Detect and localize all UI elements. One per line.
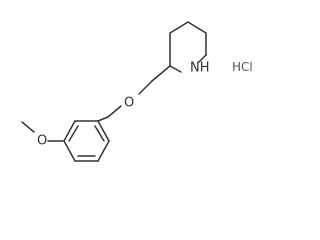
ring-nitrogen-label: NH bbox=[190, 61, 210, 76]
benzene-ring bbox=[63, 120, 110, 162]
piperidine-ring bbox=[169, 21, 207, 73]
methoxy-oxygen-label: O bbox=[37, 134, 47, 149]
benzyl-linker bbox=[97, 105, 122, 122]
chemical-structure: NH O O HCl bbox=[21, 21, 253, 162]
methoxy-group bbox=[21, 121, 65, 142]
hcl-salt-label: HCl bbox=[232, 60, 253, 74]
ether-oxygen-label: O bbox=[124, 96, 134, 111]
ethyl-linker bbox=[138, 65, 171, 95]
